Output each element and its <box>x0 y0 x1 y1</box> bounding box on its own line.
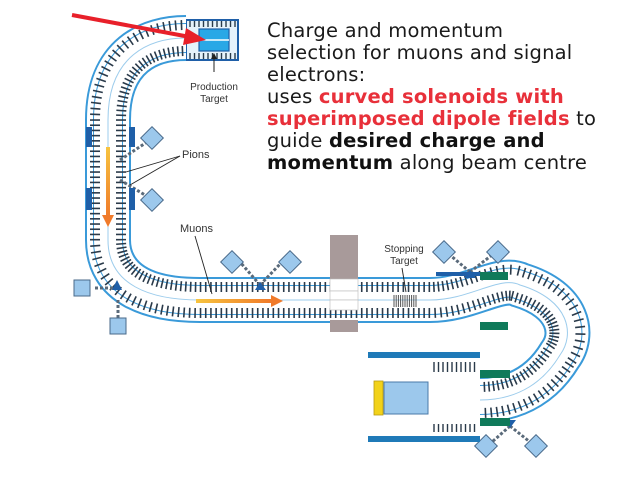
detector-green-blocks <box>436 272 510 426</box>
pion-region-walls <box>86 127 135 210</box>
caption-line-4-pre: uses <box>267 85 319 108</box>
caption-line-3: electrons: <box>267 63 366 86</box>
calorimeter <box>373 380 384 416</box>
shield-block <box>329 235 359 332</box>
transport-solenoid <box>85 15 591 423</box>
tracker <box>383 381 429 415</box>
production-solenoid <box>185 19 239 61</box>
caption-line-7-post: along beam centre <box>393 151 588 174</box>
caption-line-1: Charge and momentum <box>267 19 504 42</box>
caption-line-7: momentum along beam centre <box>267 152 637 174</box>
production-target-label-2: Target <box>200 94 228 105</box>
stopping-target-label-1: Stopping <box>384 244 423 255</box>
red-arrow-pointer-icon <box>71 13 206 45</box>
production-target-label-1: Production <box>190 82 238 93</box>
muons-label: Muons <box>180 223 214 235</box>
detector-solenoid <box>368 352 480 442</box>
caption-line-4: uses curved solenoids with <box>267 86 637 108</box>
pion-beam-arrow <box>102 147 114 227</box>
stopping-target <box>393 295 417 307</box>
caption-highlight-1: curved solenoids with <box>318 85 564 108</box>
muon-beam-arrow <box>196 295 283 307</box>
caption-highlight-2: superimposed dipole fields <box>267 107 570 130</box>
stopping-target-label-2: Target <box>390 256 418 267</box>
caption-bold-1: desired charge and <box>328 129 545 152</box>
caption-text: Charge and momentum selection for muons … <box>267 20 637 174</box>
caption-line-5-post: to <box>569 107 597 130</box>
caption-line-6-pre: guide <box>267 129 329 152</box>
caption-line-6: guide desired charge and <box>267 130 637 152</box>
caption-line-2: selection for muons and signal <box>267 41 573 64</box>
pions-label: Pions <box>182 149 210 161</box>
caption-bold-2: momentum <box>267 151 394 174</box>
caption-line-5: superimposed dipole fields to <box>267 108 637 130</box>
collimator-ports <box>73 125 549 459</box>
